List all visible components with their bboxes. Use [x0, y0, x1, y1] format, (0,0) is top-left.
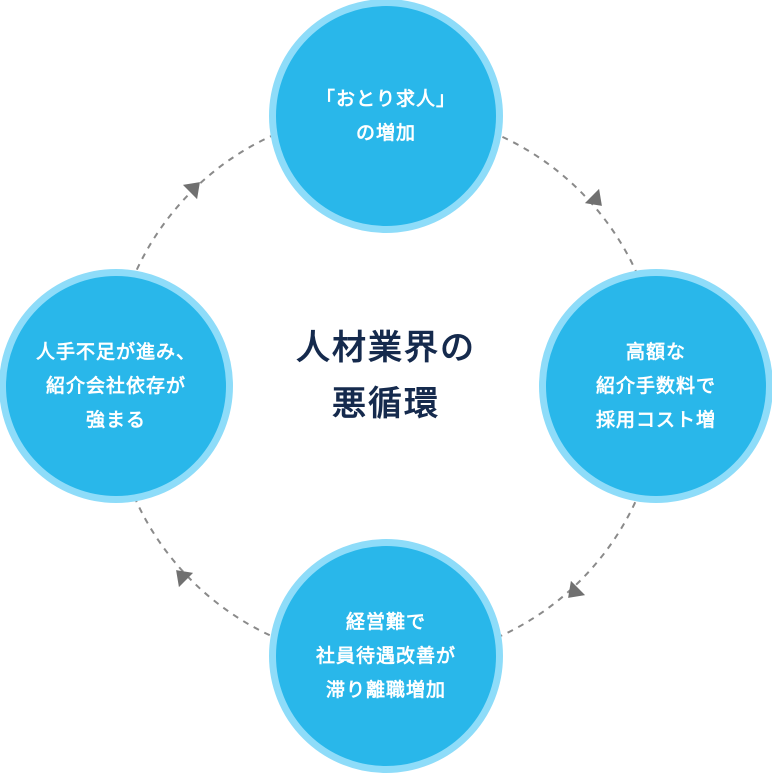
node-text-line: 高額な [625, 341, 686, 363]
node-high-fees: 高額な紹介手数料で採用コスト増 [539, 269, 772, 503]
arrow-head-top-left [182, 182, 200, 200]
center-title: 人材業界の 悪循環 [236, 320, 536, 432]
node-decoy-job-postings: 「おとり求人」の増加 [269, 0, 503, 233]
node-text-line: 採用コスト増 [595, 409, 716, 431]
node-text-line: 社員待遇改善が [315, 645, 456, 667]
arrow-head-top-right [584, 188, 602, 206]
center-title-line: 人材業界の [296, 328, 476, 368]
node-text-line: 「おとり求人」 [315, 88, 456, 110]
node-text-line: 紹介会社依存が [45, 375, 186, 397]
center-title-line: 悪循環 [332, 384, 440, 424]
node-text-line: 強まる [85, 409, 146, 431]
node-text-line: 人手不足が進み、 [35, 341, 196, 363]
node-text-line: 滞り離職増加 [325, 679, 446, 701]
arrow-head-bottom-left [176, 570, 194, 588]
arrow-head-bottom-right [568, 580, 586, 598]
node-text-line: 経営難で [345, 611, 426, 633]
node-text-line: の増加 [355, 122, 416, 144]
node-labor-shortage: 人手不足が進み、紹介会社依存が強まる [0, 269, 233, 503]
node-turnover: 経営難で社員待遇改善が滞り離職増加 [269, 539, 503, 773]
node-text-line: 紹介手数料で [595, 375, 716, 397]
